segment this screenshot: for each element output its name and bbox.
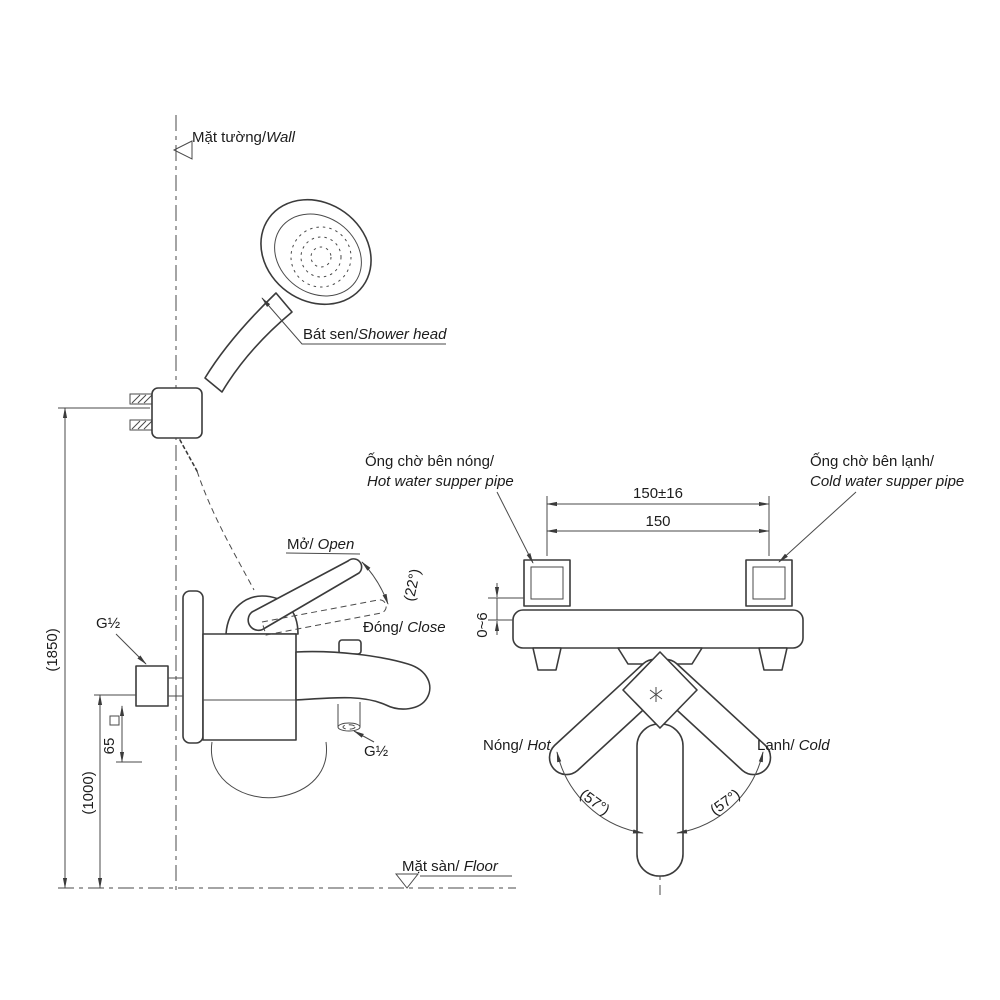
dim-protrusion: 0~6 — [474, 583, 524, 638]
spout — [295, 650, 431, 710]
dim-150tol-label: 150±16 — [633, 485, 683, 502]
wall-label: Mặt tường/Wall — [192, 129, 296, 146]
hot-supply-pipe — [523, 559, 571, 607]
floor-label: Mặt sàn/ Floor — [402, 858, 499, 875]
wall-callout: Mặt tường/Wall — [172, 129, 296, 160]
open-angle-arc — [361, 561, 389, 605]
shower-hose — [179, 439, 327, 799]
faucet-body — [202, 633, 297, 741]
cold-pipe-label-vi: Ống chờ bên lạnh/ — [810, 452, 935, 470]
hot-connector-nut — [532, 647, 562, 671]
faucet-backplate — [182, 590, 204, 744]
hot-pipe-label-en: Hot water supper pipe — [367, 473, 514, 490]
g-half-outlet-label: G½ — [364, 743, 389, 760]
swing-arc-right — [676, 751, 764, 834]
g-half-inlet-label: G½ — [96, 615, 121, 632]
cold-connector-nut — [758, 647, 788, 671]
open-angle-dim: (22°) — [401, 567, 424, 603]
shower-handle — [204, 292, 293, 393]
handle-boss — [622, 651, 698, 729]
lever-open-position — [247, 558, 363, 632]
hot-pipe-label-vi: Ống chờ bên nóng/ — [365, 452, 495, 470]
close-label: Đóng/ Close — [363, 619, 446, 636]
wall-arrow-icon — [172, 140, 193, 160]
open-close-annotation: Mở/ Open Đóng/ Close (22°) — [285, 536, 446, 636]
outlet-thread-callout: G½ — [353, 730, 389, 760]
cold-label: Lạnh/ Cold — [757, 737, 830, 754]
swing-arc-left — [556, 751, 644, 834]
square-symbol — [109, 715, 120, 726]
cold-pipe-label-en: Cold water supper pipe — [810, 473, 964, 490]
faucet-side-view — [135, 558, 431, 744]
diverter-knob — [338, 639, 362, 655]
dim-65: 65 — [101, 705, 142, 763]
center-mark-icon — [649, 687, 663, 702]
front-view: 150±16 150 Ống chờ bên nóng/ Hot water s… — [365, 452, 964, 895]
shower-head-label: Bát sen/Shower head — [303, 326, 447, 343]
hot-label: Nóng/ Hot — [483, 737, 551, 754]
shower-head-callout: Bát sen/Shower head — [261, 297, 447, 345]
cold-supply-pipe — [745, 559, 793, 607]
dim-1850-label: (1850) — [44, 628, 61, 671]
inlet-thread-callout: G½ — [96, 615, 147, 665]
floor-marker-icon — [394, 873, 420, 889]
dim-pipe-span: 150±16 150 — [546, 485, 770, 556]
shower-head-drawing — [204, 198, 372, 393]
side-view: Mặt tường/Wall — [44, 115, 516, 893]
handle-stem — [636, 723, 684, 877]
hose-loop — [211, 741, 327, 799]
dim-1000: (1000) — [80, 694, 136, 889]
spout-outlet-port — [337, 702, 361, 732]
hot-pipe-callout: Ống chờ bên nóng/ Hot water supper pipe — [365, 452, 534, 564]
dim-150-label: 150 — [645, 513, 670, 530]
dim-1000-label: (1000) — [80, 771, 97, 814]
open-label: Mở/ Open — [287, 536, 354, 553]
shower-bracket — [129, 387, 203, 439]
cold-pipe-callout: Ống chờ bên lạnh/ Cold water supper pipe — [778, 452, 964, 563]
dim-1850: (1850) — [44, 407, 150, 889]
wall-inlet-fitting — [135, 665, 183, 707]
floor-callout: Mặt sàn/ Floor — [58, 858, 516, 889]
dim-65-label: 65 — [101, 738, 118, 755]
faucet-plate — [512, 609, 804, 649]
dim-0-6-label: 0~6 — [474, 612, 491, 637]
